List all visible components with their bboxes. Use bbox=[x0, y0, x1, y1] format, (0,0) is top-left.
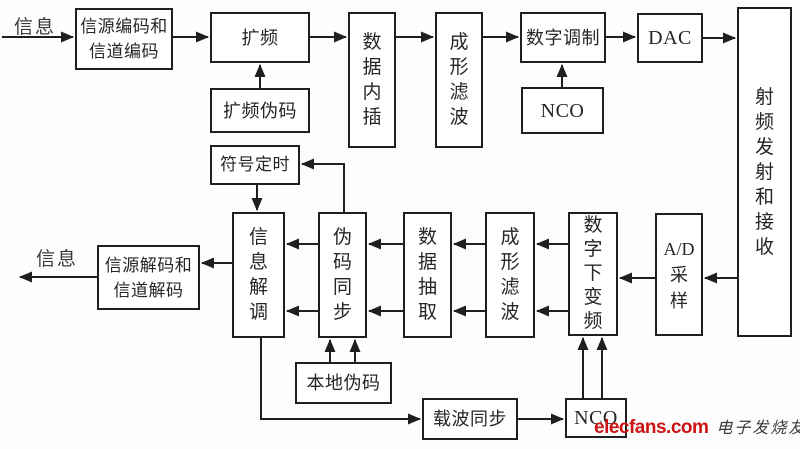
block-ddc: 数 字 下 变 频 bbox=[568, 212, 618, 336]
label-info-output: 信息 bbox=[36, 249, 79, 270]
watermark-brand-text: elecfans.com bbox=[594, 417, 709, 438]
block-symbol-timing: 符号定时 bbox=[210, 145, 300, 185]
block-spreading: 扩频 bbox=[210, 12, 310, 63]
block-source-decoding: 信源解码和 信道解码 bbox=[97, 245, 200, 310]
block-dac: DAC bbox=[637, 13, 703, 63]
block-source-encoding: 信源编码和 信道编码 bbox=[75, 8, 173, 70]
block-rf-frontend: 射 频 发 射 和 接 收 bbox=[737, 7, 792, 337]
block-nco-tx: NCO bbox=[521, 87, 604, 134]
watermark-brand-cn: 电子发烧友 bbox=[716, 418, 800, 437]
block-data-decimation: 数 据 抽 取 bbox=[403, 212, 452, 338]
block-pn-sync: 伪 码 同 步 bbox=[318, 212, 367, 338]
block-local-pn: 本地伪码 bbox=[295, 362, 392, 404]
label-info-input: 信息 bbox=[14, 17, 57, 38]
block-demodulation: 信 息 解 调 bbox=[232, 212, 285, 338]
block-shaping-filter-rx: 成 形 滤 波 bbox=[485, 212, 535, 338]
watermark-elecfans: elecfans.com 电子发烧友 bbox=[594, 414, 800, 439]
block-carrier-sync: 载波同步 bbox=[422, 398, 518, 440]
block-shaping-filter-tx: 成 形 滤 波 bbox=[435, 12, 483, 148]
block-digital-modulation: 数字调制 bbox=[520, 12, 606, 63]
block-data-interpolation: 数 据 内 插 bbox=[348, 12, 396, 148]
block-ad-sampling: A/D 采 样 bbox=[655, 213, 703, 336]
block-nco-rx: NCO bbox=[565, 398, 627, 438]
block-spreading-pn: 扩频伪码 bbox=[210, 88, 310, 133]
